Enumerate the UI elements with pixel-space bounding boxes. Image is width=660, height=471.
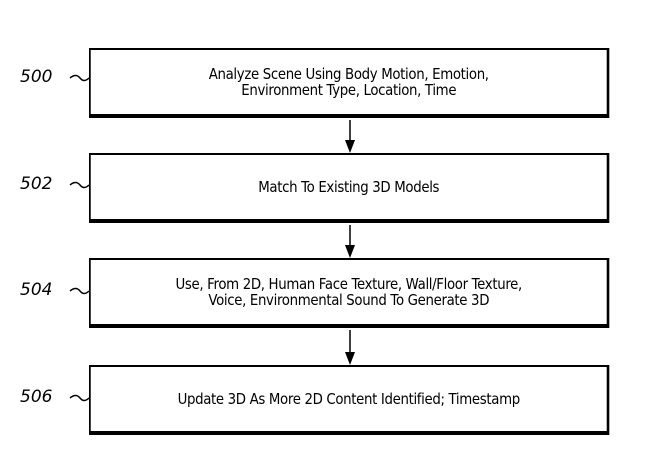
leader-500 (69, 74, 90, 82)
step-box-504: Use, From 2D, Human Face Texture, Wall/F… (89, 258, 610, 328)
step-text-line1: Use, From 2D, Human Face Texture, Wall/F… (175, 275, 523, 293)
ref-504: 504 (20, 280, 53, 300)
step-box-502: Match To Existing 3D Models (89, 153, 610, 223)
step-text-line2: Environment Type, Location, Time (241, 81, 457, 99)
step-text-line2: Voice, Environmental Sound To Generate 3… (208, 291, 490, 309)
leader-506 (69, 394, 90, 402)
step-text-line1: Analyze Scene Using Body Motion, Emotion… (208, 65, 489, 83)
ref-502: 502 (20, 174, 53, 194)
ref-500: 500 (20, 67, 53, 87)
arrowhead-1 (345, 140, 355, 153)
leader-504 (69, 287, 90, 295)
leader-502 (69, 181, 90, 189)
arrowhead-2 (345, 245, 355, 258)
step-box-500: Analyze Scene Using Body Motion, Emotion… (89, 48, 610, 118)
step-text-line1: Update 3D As More 2D Content Identified;… (177, 390, 521, 408)
ref-506: 506 (20, 387, 53, 407)
step-text-line1: Match To Existing 3D Models (258, 178, 440, 196)
arrowhead-3 (345, 352, 355, 365)
step-box-506: Update 3D As More 2D Content Identified;… (89, 365, 610, 435)
